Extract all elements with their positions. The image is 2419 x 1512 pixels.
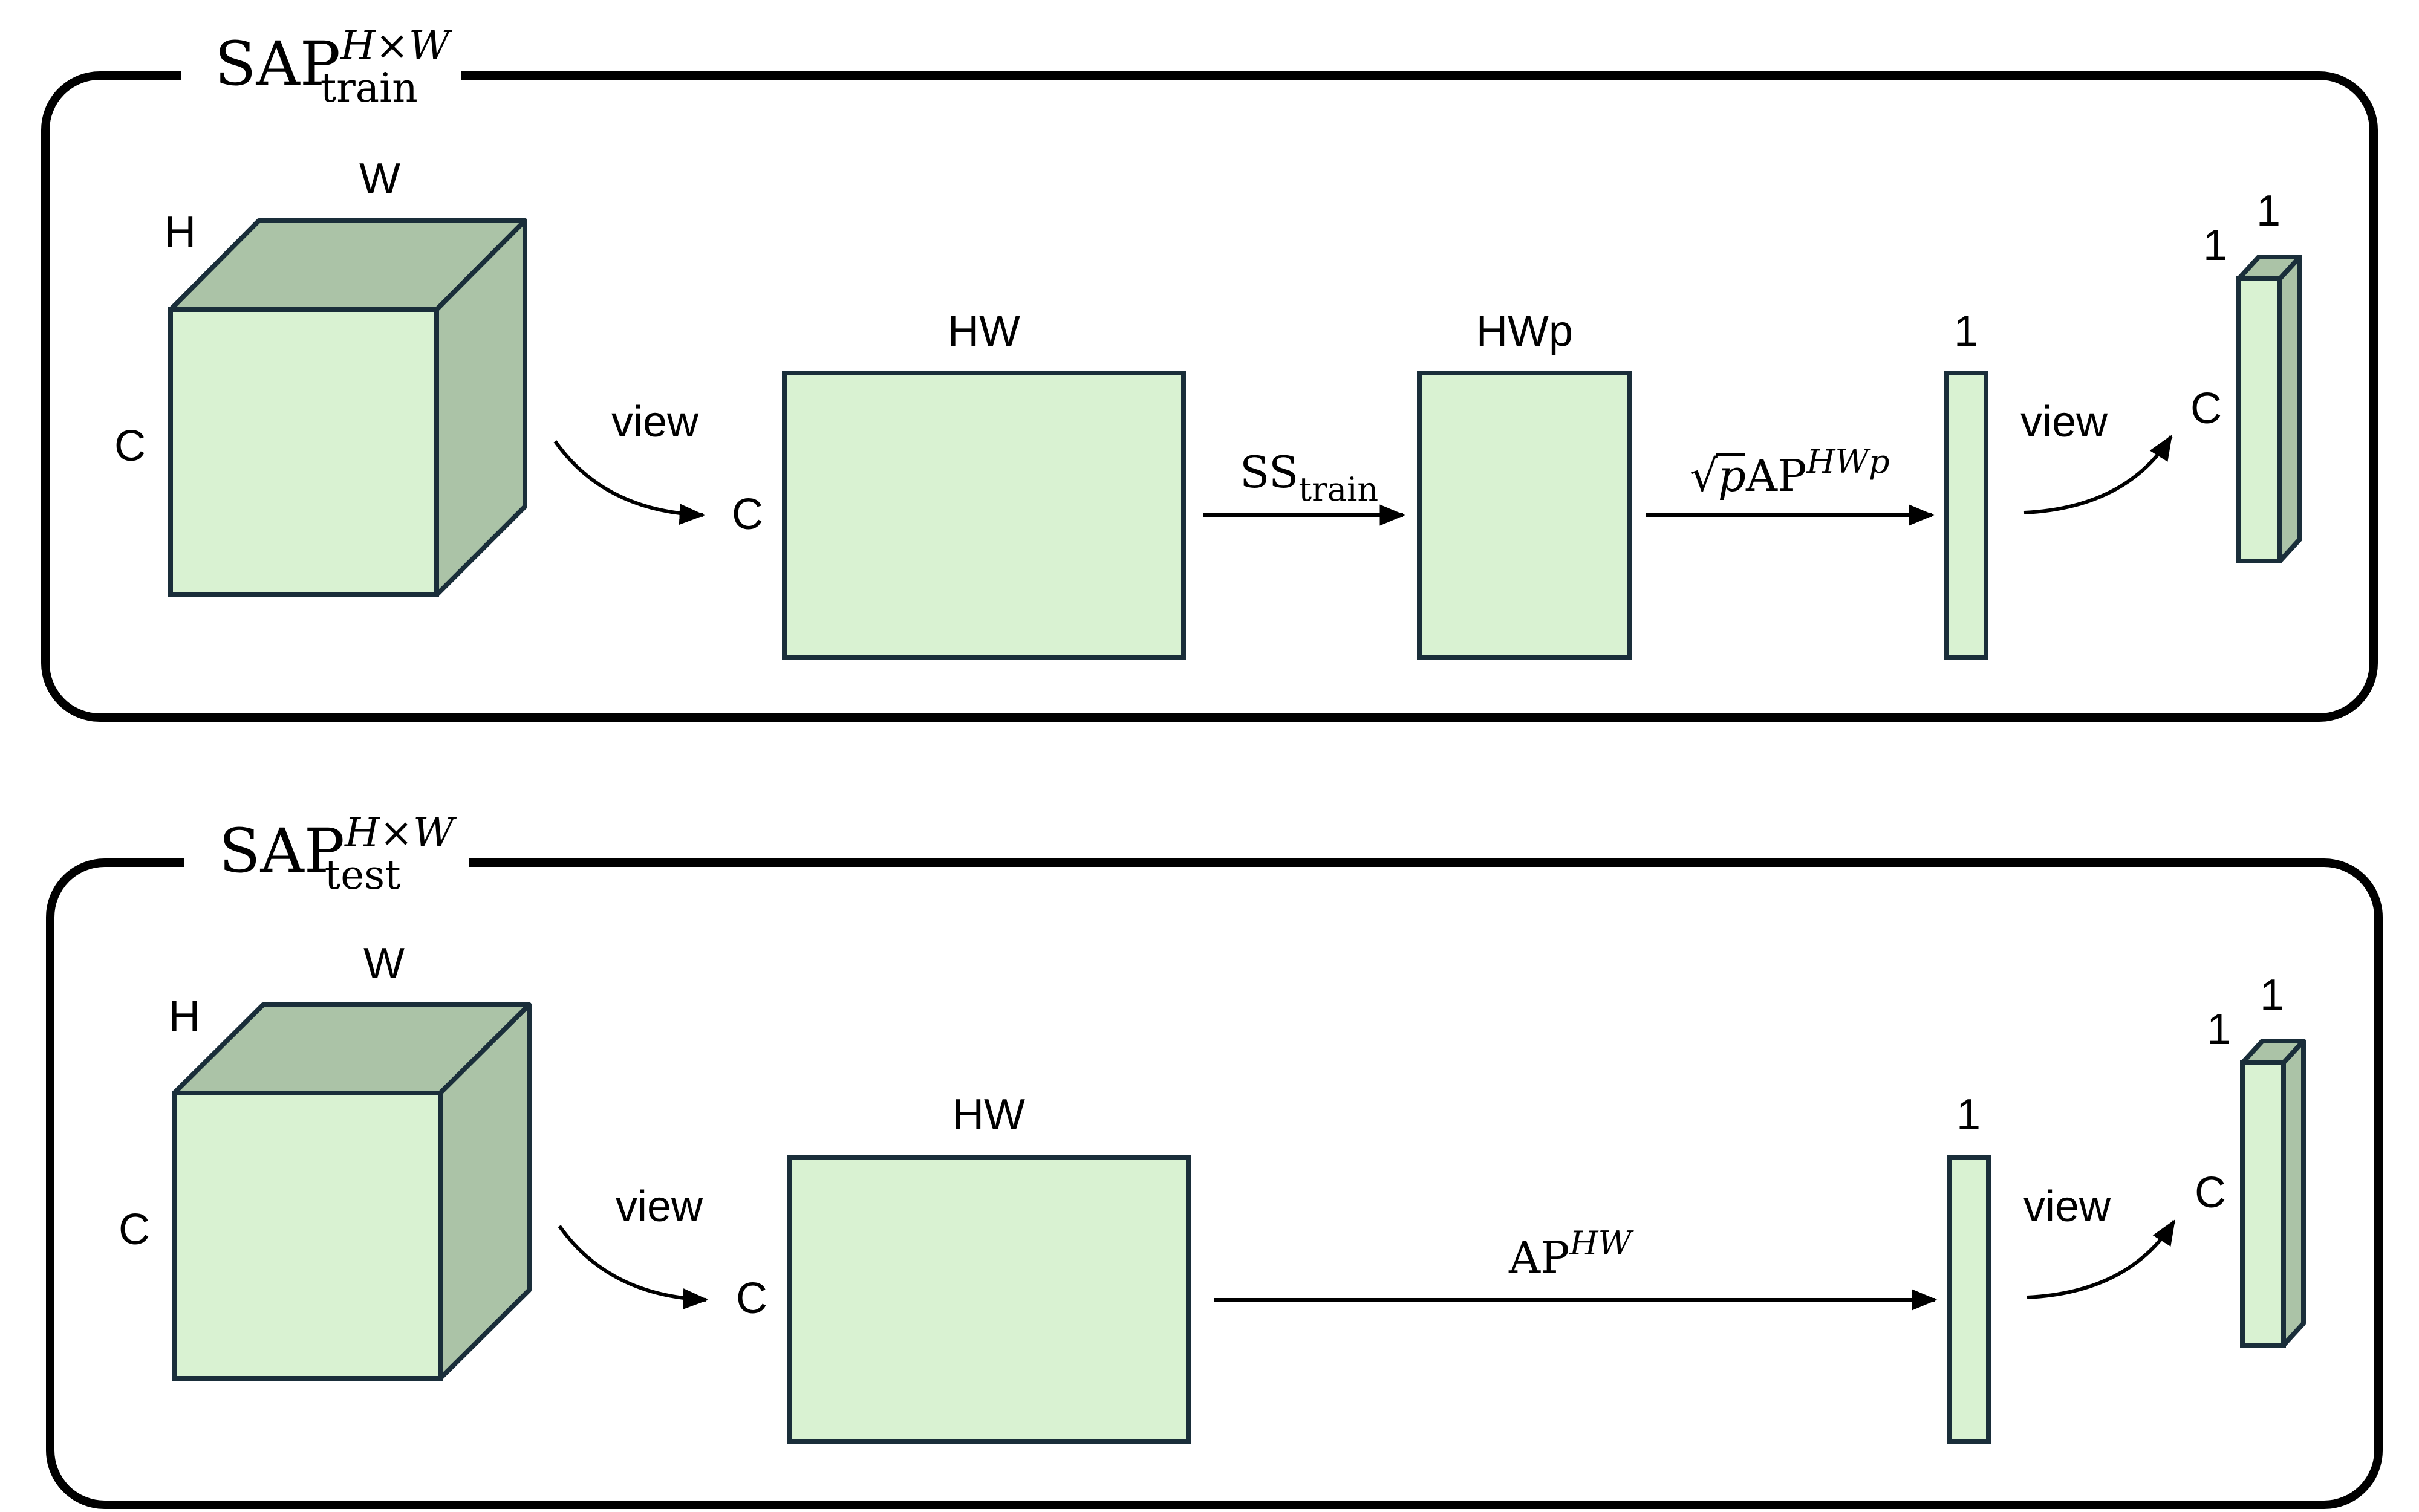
output-tensor: [2240, 1039, 2306, 1348]
output-width-label: 1: [2207, 1005, 2231, 1054]
output-depth-label: 1: [2256, 187, 2281, 235]
vector-width-label: 1: [1956, 1091, 1981, 1139]
cube-width-label: W: [363, 939, 405, 988]
view-label-1: view: [616, 1183, 703, 1231]
view-arrow-2: [2023, 435, 2173, 514]
cube-front-face: [168, 307, 439, 597]
output-depth-label: 1: [2260, 971, 2284, 1019]
cube-width-label: W: [359, 155, 400, 203]
view-label-1: view: [611, 398, 699, 446]
sampled-matrix: [1417, 371, 1632, 660]
output-side-face: [2277, 255, 2302, 563]
output-front-face: [2240, 1060, 2286, 1348]
matrix-width-label: HW: [952, 1091, 1025, 1139]
cube-height-label: H: [169, 992, 200, 1040]
scaled-pool-label: √pAPHWp: [1690, 443, 1890, 501]
view-arrow-1: [553, 440, 705, 525]
sampled-matrix-width-label: HWp: [1476, 307, 1573, 355]
view-arrow-1: [558, 1225, 709, 1310]
input-tensor-cube: [168, 218, 527, 597]
matrix-channel-label: C: [732, 490, 763, 539]
output-width-label: 1: [2203, 221, 2227, 270]
cube-front-face: [172, 1091, 443, 1381]
view-arrow-2: [2027, 1219, 2176, 1299]
output-channel-label: C: [2190, 384, 2222, 433]
output-front-face: [2236, 276, 2282, 563]
reshaped-matrix: [787, 1155, 1191, 1444]
matrix-channel-label: C: [736, 1274, 767, 1323]
ss-train-label: SStrain: [1240, 447, 1378, 508]
pooled-vector: [1947, 1155, 1991, 1444]
test-panel-frame: [46, 858, 2383, 1509]
output-tensor: [2236, 255, 2302, 563]
pooled-vector: [1944, 371, 1988, 660]
input-tensor-cube: [172, 1002, 532, 1381]
view-label-2: view: [2020, 398, 2108, 446]
cube-channel-label: C: [119, 1205, 150, 1254]
output-channel-label: C: [2195, 1169, 2226, 1217]
vector-width-label: 1: [1954, 307, 1978, 355]
average-pool-label: APHW: [1508, 1224, 1635, 1283]
cube-channel-label: C: [114, 422, 146, 470]
cube-height-label: H: [164, 208, 196, 256]
reshaped-matrix: [782, 371, 1186, 660]
train-panel-frame: [41, 71, 2378, 722]
output-side-face: [2281, 1039, 2306, 1348]
view-label-2: view: [2023, 1183, 2111, 1231]
matrix-width-label: HW: [948, 307, 1020, 355]
